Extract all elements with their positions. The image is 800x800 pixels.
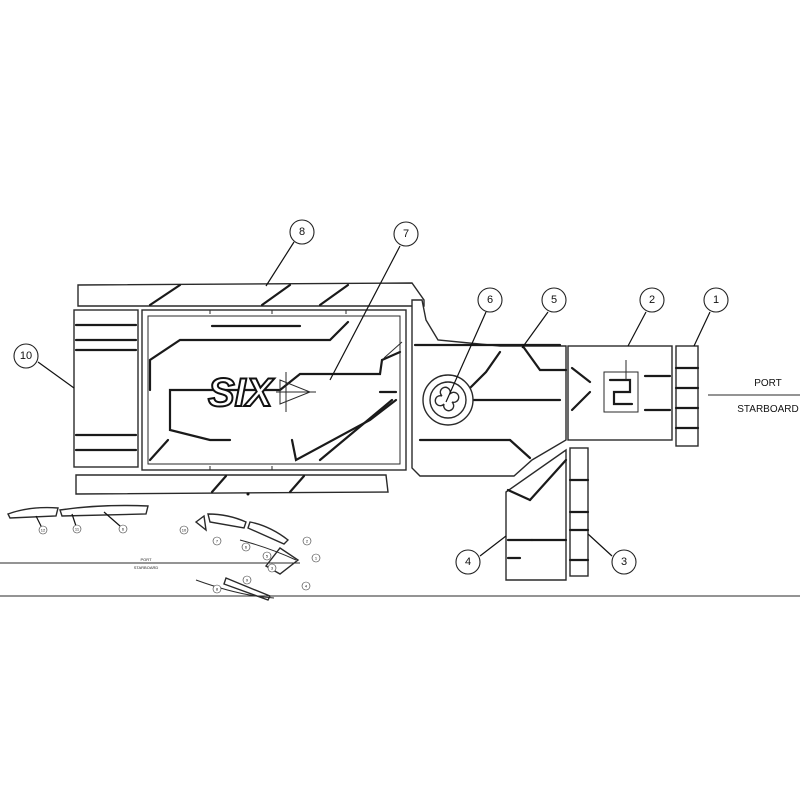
part-4-side-pad xyxy=(505,448,568,581)
svg-text:5: 5 xyxy=(551,294,557,306)
part-8-top-strip xyxy=(77,282,425,307)
svg-text:6: 6 xyxy=(487,294,493,306)
part-2-bow-pad xyxy=(567,345,673,441)
part-10-rear-pad xyxy=(73,309,139,468)
bottom-long-strip xyxy=(75,474,389,496)
svg-text:6: 6 xyxy=(122,527,125,532)
callout-7: 7 xyxy=(329,221,419,381)
callout-6: 6 xyxy=(445,287,503,403)
port-label: PORT xyxy=(754,378,782,389)
callout-2: 2 xyxy=(627,287,665,347)
side-part-10 xyxy=(194,514,207,532)
side-starboard-label: STARBOARD xyxy=(134,565,159,570)
svg-text:11: 11 xyxy=(75,527,80,532)
callout-1: 1 xyxy=(693,287,729,347)
svg-text:8: 8 xyxy=(216,587,219,592)
six-logo-text: SIX xyxy=(208,371,275,415)
callout-3: 3 xyxy=(587,533,637,575)
svg-text:3: 3 xyxy=(621,556,627,568)
six-logo: SIX xyxy=(207,370,316,416)
svg-text:4: 4 xyxy=(305,584,308,589)
part-3-side-strip xyxy=(568,447,590,577)
side-view-layout: 12 11 6 10 7 6 5 3 2 1 4 9 8 PORT STARBO… xyxy=(0,504,800,601)
svg-text:2: 2 xyxy=(649,294,655,306)
starboard-label: STARBOARD xyxy=(737,404,799,415)
part-5-step-pad xyxy=(411,299,568,477)
svg-text:6: 6 xyxy=(245,545,248,550)
part-7-center-pad: SIX xyxy=(141,309,407,471)
svg-text:7: 7 xyxy=(403,228,409,240)
part-6-cleat-cutout xyxy=(422,374,474,426)
callouts: 1 2 3 4 5 xyxy=(13,219,729,575)
deck-pad-layout: SIX xyxy=(13,219,800,581)
side-part-11-6 xyxy=(59,504,149,517)
callout-5: 5 xyxy=(521,287,567,349)
svg-text:5: 5 xyxy=(266,554,269,559)
svg-text:1: 1 xyxy=(713,294,719,306)
svg-text:9: 9 xyxy=(246,578,249,583)
side-part-8 xyxy=(223,577,271,601)
svg-text:2: 2 xyxy=(306,539,309,544)
svg-text:10: 10 xyxy=(20,350,32,362)
side-port-label: PORT xyxy=(140,557,152,562)
side-part-6 xyxy=(247,521,290,545)
svg-text:7: 7 xyxy=(216,539,219,544)
callout-8: 8 xyxy=(265,219,315,287)
bow-logo-mark xyxy=(603,360,639,413)
callout-4: 4 xyxy=(455,535,507,575)
part-1-bow-strip xyxy=(674,345,700,447)
svg-text:4: 4 xyxy=(465,556,471,568)
svg-text:1: 1 xyxy=(315,556,318,561)
side-part-12 xyxy=(7,506,59,519)
svg-text:12: 12 xyxy=(41,528,46,533)
svg-text:3: 3 xyxy=(271,566,274,571)
svg-text:10: 10 xyxy=(182,528,187,533)
side-part-7 xyxy=(207,513,247,529)
orientation-legend: PORT STARBOARD xyxy=(708,378,800,415)
svg-text:8: 8 xyxy=(299,226,305,238)
callout-10: 10 xyxy=(13,343,75,389)
